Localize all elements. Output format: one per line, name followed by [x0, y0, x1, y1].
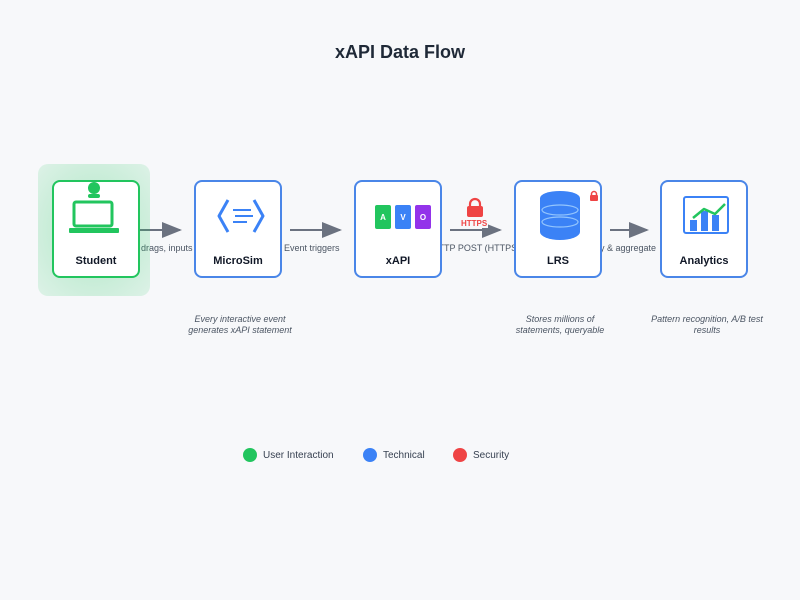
block-o: O	[420, 213, 426, 222]
node-label-microsim: MicroSim	[213, 255, 263, 267]
edge-label-microsim-xapi: Event triggers	[284, 243, 340, 253]
block-a: A	[380, 213, 386, 222]
legend-label: User Interaction	[263, 449, 334, 461]
note-lrs: Stores millions of statements, queryable	[515, 314, 605, 335]
lock-icon	[467, 197, 483, 217]
legend-security: Security	[453, 447, 509, 463]
block-v: V	[400, 213, 406, 222]
node-microsim[interactable]: MicroSim	[194, 180, 282, 278]
node-label-student: Student	[75, 255, 117, 267]
legend-swatch-green	[243, 448, 257, 462]
node-label-lrs: LRS	[547, 255, 569, 267]
diagram-title: xAPI Data Flow	[334, 42, 466, 62]
node-label-analytics: Analytics	[679, 255, 729, 267]
legend-technical: Technical	[363, 447, 425, 463]
legend-label: Security	[473, 449, 510, 461]
avo-blocks-icon: A V O	[375, 205, 431, 229]
node-analytics[interactable]: Analytics	[660, 180, 748, 278]
laptop-user-icon	[69, 182, 119, 233]
security-lock-icon	[590, 190, 598, 201]
edge-label-xapi-lrs: HTTP POST (HTTPS)	[432, 243, 521, 253]
legend-swatch-blue	[363, 448, 377, 462]
code-brackets-icon	[217, 199, 265, 233]
https-badge: HTTPS	[460, 219, 489, 228]
node-label-xapi: xAPI	[385, 255, 411, 267]
legend-user-interaction: User Interaction	[243, 447, 334, 463]
bar-chart-icon	[683, 196, 729, 234]
database-icon	[540, 191, 580, 240]
note-microsim: Every interactive event generates xAPI s…	[188, 314, 292, 335]
legend-label: Technical	[383, 449, 425, 461]
edge-label-lrs-analytics: Query & aggregate	[580, 243, 657, 253]
edge-label-student-microsim: Clicks, drags, inputs	[112, 243, 193, 253]
legend-swatch-red	[453, 448, 467, 462]
node-student[interactable]: Student	[52, 180, 140, 278]
note-analytics: Pattern recognition, A/B test results	[651, 314, 763, 335]
node-xapi[interactable]: A V O xAPI	[354, 180, 442, 278]
node-lrs[interactable]: LRS	[514, 180, 602, 278]
